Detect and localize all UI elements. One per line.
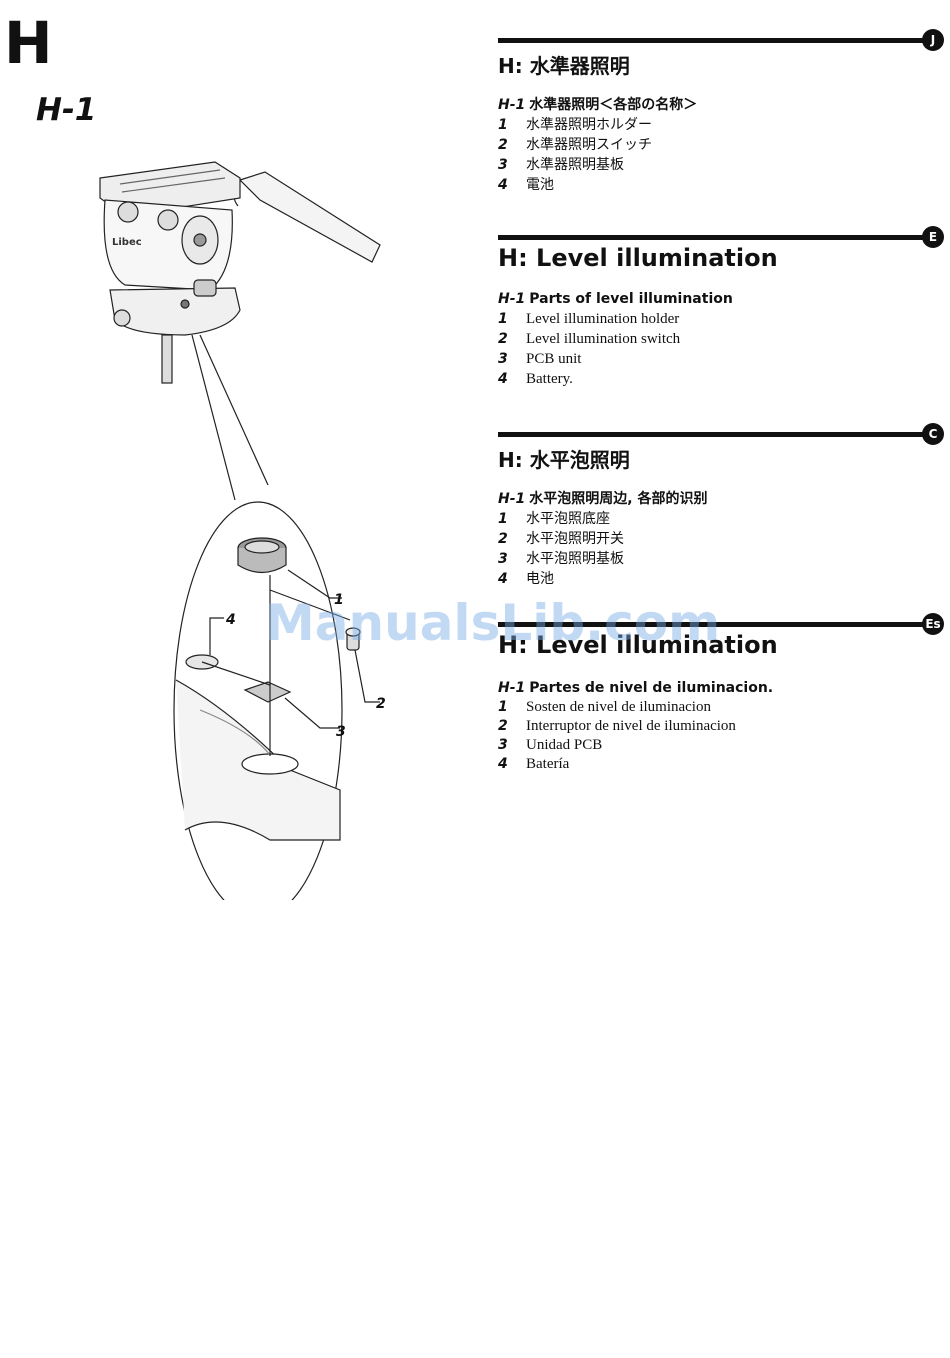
- section-rule: [498, 432, 926, 437]
- item-number: 3: [498, 551, 508, 567]
- item-number: 2: [498, 531, 508, 547]
- list-item: 3 水平泡照明基板: [498, 548, 624, 568]
- item-text: Level illumination switch: [526, 331, 681, 347]
- item-number: 4: [498, 756, 508, 772]
- list-item: 2 Interruptor de nivel de iluminacion: [498, 718, 736, 737]
- list-item: 1 水準器照明ホルダー: [498, 114, 652, 134]
- level-illumination-illustration: Libec 1 2 3 4: [99, 161, 386, 900]
- item-number: 1: [498, 699, 508, 715]
- subtitle-figure-ref: H-1: [498, 291, 526, 307]
- head-base: [109, 287, 241, 336]
- item-text: 水準器照明スイッチ: [526, 137, 652, 153]
- section-title: H: 水準器照明: [498, 54, 630, 78]
- list-item: 1 Sosten de nivel de iluminacion: [498, 699, 736, 718]
- section-title: H: Level illumination: [498, 631, 778, 659]
- list-item: 3 Unidad PCB: [498, 737, 736, 756]
- item-number: 4: [498, 177, 508, 193]
- item-text: PCB unit: [526, 351, 582, 367]
- center-rod: [161, 334, 173, 384]
- item-number: 1: [498, 311, 508, 327]
- list-item: 2 Level illumination switch: [498, 331, 680, 351]
- item-text: Battery.: [526, 371, 573, 387]
- item-text: 水準器照明基板: [526, 157, 624, 173]
- language-badge: Es: [922, 613, 944, 635]
- item-text: Interruptor de nivel de iluminacion: [526, 718, 736, 734]
- subtitle-text: 水平泡照明周边, 各部的识别: [529, 491, 708, 507]
- parts-list: 1 水準器照明ホルダー 2 水準器照明スイッチ 3 水準器照明基板 4 電池: [498, 114, 652, 194]
- item-text: Unidad PCB: [526, 737, 603, 753]
- item-text: 水準器照明ホルダー: [526, 117, 652, 133]
- section-title: H: Level illumination: [498, 244, 778, 272]
- item-text: 水平泡照底座: [526, 511, 610, 527]
- list-item: 1 Level illumination holder: [498, 311, 680, 331]
- item-text: Sosten de nivel de iluminacion: [526, 699, 711, 715]
- item-text: Batería: [526, 756, 570, 772]
- pan-bar: [238, 171, 381, 263]
- page-letter: H: [4, 9, 53, 77]
- section-rule: [498, 38, 926, 43]
- list-item: 4 电池: [498, 568, 624, 588]
- callout-2: 2: [376, 696, 386, 712]
- item-number: 3: [498, 737, 508, 753]
- item-number: 3: [498, 157, 508, 173]
- list-item: 2 水準器照明スイッチ: [498, 134, 652, 154]
- item-number: 2: [498, 137, 508, 153]
- list-item: 4 Battery.: [498, 371, 680, 391]
- subtitle-figure-ref: H-1: [498, 97, 526, 113]
- subtitle-text: 水準器照明＜各部の名称＞: [529, 97, 698, 113]
- list-item: 3 水準器照明基板: [498, 154, 652, 174]
- section-rule: [498, 622, 926, 627]
- item-number: 1: [498, 117, 508, 133]
- language-badge: J: [922, 29, 944, 51]
- illustration-brand: Libec: [112, 237, 142, 248]
- list-item: 4 電池: [498, 174, 652, 194]
- parts-list: 1 Level illumination holder 2 Level illumi…: [498, 311, 680, 391]
- callout-3: 3: [336, 724, 346, 740]
- list-item: 3 PCB unit: [498, 351, 680, 371]
- parts-list: 1 Sosten de nivel de iluminacion 2 Interru…: [498, 699, 736, 775]
- callout-1: 1: [334, 592, 344, 608]
- subtitle-text: Partes de nivel de iluminacion.: [529, 680, 774, 696]
- list-item: 2 水平泡照明开关: [498, 528, 624, 548]
- item-number: 3: [498, 351, 508, 367]
- section-rule: [498, 235, 926, 240]
- item-number: 2: [498, 718, 508, 734]
- item-number: 4: [498, 371, 508, 387]
- item-number: 4: [498, 571, 508, 587]
- figure-label: H-1: [36, 92, 97, 128]
- item-text: 电池: [526, 571, 554, 587]
- item-number: 1: [498, 511, 508, 527]
- item-text: 水平泡照明开关: [526, 531, 624, 547]
- item-text: 電池: [526, 177, 554, 193]
- subtitle-text: Parts of level illumination: [529, 291, 733, 307]
- item-text: Level illumination holder: [526, 311, 680, 327]
- language-badge: E: [922, 226, 944, 248]
- list-item: 1 水平泡照底座: [498, 508, 624, 528]
- list-item: 4 Batería: [498, 756, 736, 775]
- language-badge: C: [922, 423, 944, 445]
- watermark: ManualsLib.com: [265, 594, 721, 652]
- subtitle-figure-ref: H-1: [498, 491, 526, 507]
- callout-4: 4: [225, 612, 236, 628]
- item-number: 2: [498, 331, 508, 347]
- item-text: 水平泡照明基板: [526, 551, 624, 567]
- parts-list: 1 水平泡照底座 2 水平泡照明开关 3 水平泡照明基板 4 电池: [498, 508, 624, 588]
- section-title: H: 水平泡照明: [498, 448, 630, 472]
- subtitle-figure-ref: H-1: [498, 680, 526, 696]
